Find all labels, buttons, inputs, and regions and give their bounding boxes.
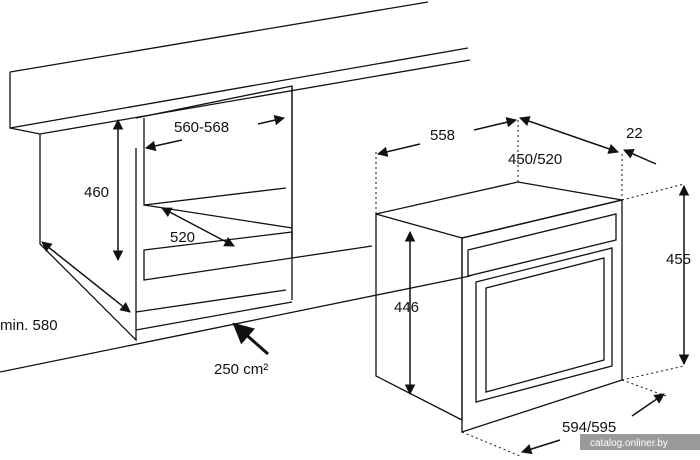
niche-width-arrow-right [257,115,286,126]
oven-drawing [375,181,623,433]
oven-height-label: 455 [666,251,691,268]
left-side-panel [39,134,137,342]
oven-body-height-label: 446 [394,299,419,316]
vent-label: 250 cm² [214,361,268,378]
oven-depth-label: 558 [430,127,455,144]
niche-depth-arrow [161,207,235,247]
oven-extension-lines [375,120,685,457]
oven-inner-depth-arrow [519,116,619,154]
countertop [9,1,471,135]
watermark: catalog.onliner.by [590,438,668,449]
oven-door-frame [475,247,613,403]
oven-inner-depth-label: 450/520 [508,151,562,168]
oven-width-arrow-right [631,393,665,417]
oven-door-window [485,257,605,393]
oven-depth-arrow-left [376,143,421,157]
wall-line [291,86,373,259]
cabinet-drawing [0,1,471,373]
niche-width-arrow [144,139,183,152]
oven-width-arrow-left [520,439,561,455]
oven-dimensions [376,116,690,455]
oven-depth-arrow-right [473,117,518,131]
oven-width-label: 594/595 [562,419,616,436]
oven-control-panel [467,213,617,277]
niche-depth-label: 520 [170,229,195,246]
min-depth-label: min. 580 [0,317,58,334]
cabinet-dimensions [41,115,286,356]
oven-door-label: 22 [626,125,643,142]
oven-door-arrow [623,148,657,165]
oven-body [375,213,463,422]
niche-height-label: 460 [84,184,109,201]
min-depth-arrow [41,241,131,313]
watermark-bg [580,434,700,450]
niche-width-label: 560-568 [174,119,229,136]
vent-arrow [232,322,269,356]
niche-shelf [143,231,293,281]
